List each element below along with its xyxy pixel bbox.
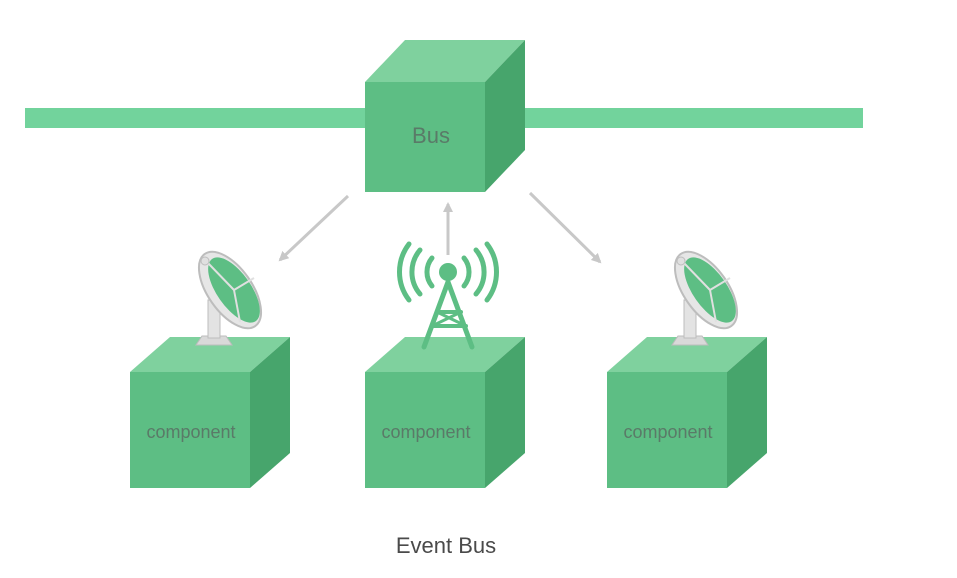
component-cube-center: component — [365, 337, 525, 488]
arrow-bus-to-right — [528, 191, 602, 264]
bus-cube: Bus — [365, 40, 525, 192]
component-label: component — [623, 422, 712, 442]
radio-tower-icon — [397, 241, 499, 350]
component-label: component — [146, 422, 235, 442]
satellite-dish-icon — [195, 250, 263, 346]
arrow-bus-to-left — [278, 194, 350, 262]
component-cube-left: component — [130, 337, 290, 488]
diagram-caption: Event Bus — [396, 533, 496, 558]
satellite-dish-icon — [671, 250, 739, 346]
bus-label: Bus — [412, 123, 450, 148]
component-label: component — [381, 422, 470, 442]
component-cube-right: component — [607, 337, 767, 488]
